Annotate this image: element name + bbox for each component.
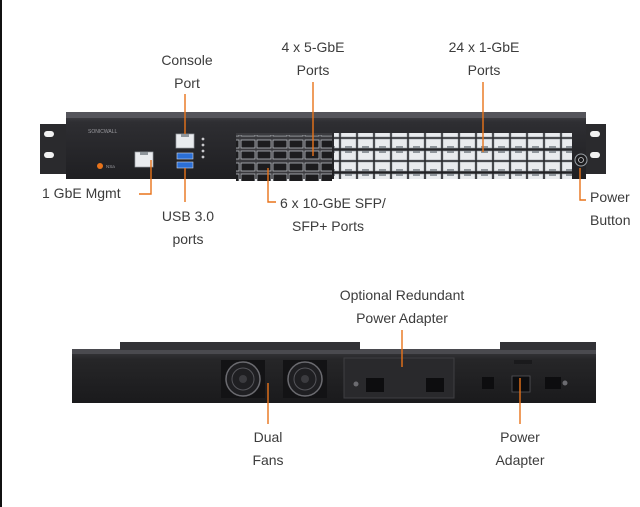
label-line: Power — [590, 189, 630, 205]
rj45-ports — [334, 133, 572, 179]
rack-ear-right — [584, 124, 606, 174]
label-redundant-power: Optional Redundant Power Adapter — [322, 284, 482, 330]
label-line: Dual — [253, 429, 283, 445]
callout-lines — [139, 82, 586, 424]
usb-port-icon — [176, 152, 194, 160]
label-1gbe-ports: 24 x 1-GbE Ports — [434, 36, 534, 82]
power-inlet — [511, 375, 531, 393]
label-power-adapter: Power Adapter — [480, 426, 560, 472]
label-usb: USB 3.0 ports — [148, 205, 228, 251]
label-fans: Dual Fans — [238, 426, 298, 472]
label-line: 1 GbE Mgmt — [42, 185, 121, 201]
left-border — [0, 0, 2, 507]
label-line: 4 x 5-GbE — [281, 39, 345, 55]
label-line: Adapter — [495, 452, 545, 468]
label-line: 24 x 1-GbE — [448, 39, 520, 55]
label-line: SFP+ Ports — [292, 218, 364, 234]
rack-ear-left — [40, 124, 68, 174]
label-line: Console — [161, 52, 213, 68]
sfp-ports — [236, 135, 332, 181]
label-line: Power Adapter — [356, 310, 448, 326]
front-panel: SONICWALL NSa — [40, 112, 606, 181]
label-line: Fans — [252, 452, 284, 468]
label-line: ports — [172, 231, 204, 247]
label-sfp-ports: 6 x 10-GbE SFP/ SFP+ Ports — [280, 192, 386, 238]
label-5gbe-ports: 4 x 5-GbE Ports — [268, 36, 358, 82]
label-line: Port — [174, 75, 200, 91]
svg-text:NSa: NSa — [106, 164, 115, 169]
label-line: USB 3.0 — [161, 208, 215, 224]
label-power-button: Power Button — [590, 186, 630, 232]
rear-chassis — [72, 349, 596, 403]
rear-panel — [72, 342, 596, 403]
label-line: Optional Redundant — [339, 287, 465, 303]
label-line: Ports — [296, 62, 330, 78]
label-line: Ports — [467, 62, 501, 78]
label-mgmt: 1 GbE Mgmt — [42, 182, 121, 205]
fan-icon — [283, 360, 327, 398]
power-button-icon — [574, 153, 588, 167]
label-console-port: Console Port — [147, 49, 227, 95]
fan-icon — [221, 360, 265, 398]
brand-logo: SONICWALL — [88, 129, 117, 135]
label-line: 6 x 10-GbE SFP/ — [280, 195, 386, 211]
brand-mark-icon — [97, 163, 103, 169]
label-line: Power — [500, 429, 540, 445]
usb-port-icon — [176, 161, 194, 169]
label-line: Button — [590, 212, 631, 228]
